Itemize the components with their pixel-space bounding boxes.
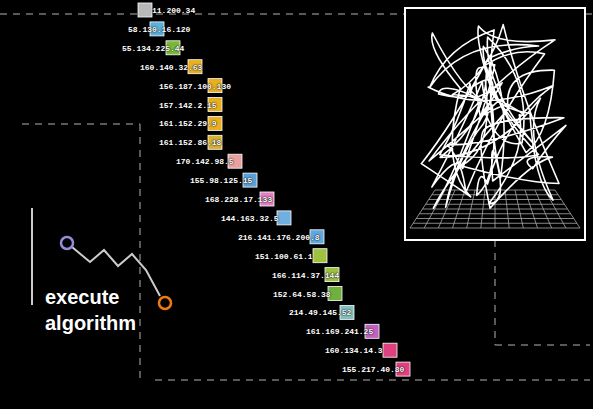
ip-address: 58.130.16.120 [128,25,190,35]
ip-address: 155.217.40.80 [342,365,404,375]
ip-address: 157.142.2.15 [159,101,217,111]
ip-address: 144.163.32.5 [221,214,279,224]
ip-address: 166.114.37.144 [272,271,339,281]
ip-address: 152.64.58.38 [273,290,331,300]
ip-address: 151.100.61.1 [255,252,313,262]
ip-address: 155.98.125.15 [190,176,252,186]
ip-address: 161.169.241.25 [306,327,373,337]
ip-address: 168.228.17.133 [205,195,272,205]
side-bar [31,208,33,305]
marker-square [277,211,291,225]
ip-address: 156.187.100.130 [159,82,231,92]
marker-squares [138,3,410,376]
trajectory-scribble [421,25,566,209]
ip-address: 216.141.176.200.8 [238,233,320,243]
ip-address: 214.49.145.52 [289,308,351,318]
inset-panel [405,8,585,240]
ip-address: 160.134.14.3 [325,346,383,356]
ip-address: 161.152.29.9 [159,119,217,129]
marker-square [383,343,397,357]
marker-square [138,3,152,17]
ip-address: 55.134.225.44 [122,44,184,54]
ip-address: 170.142.98.5 [176,157,234,167]
start-node [61,237,73,249]
caption-text: execute algorithm [45,284,175,336]
ip-address: 11.200.34 [152,6,195,16]
marker-square [313,249,327,263]
ip-address: 161.152.86.18 [159,138,221,148]
ip-address: 160.140.32.63 [140,63,202,73]
end-node [159,297,171,309]
